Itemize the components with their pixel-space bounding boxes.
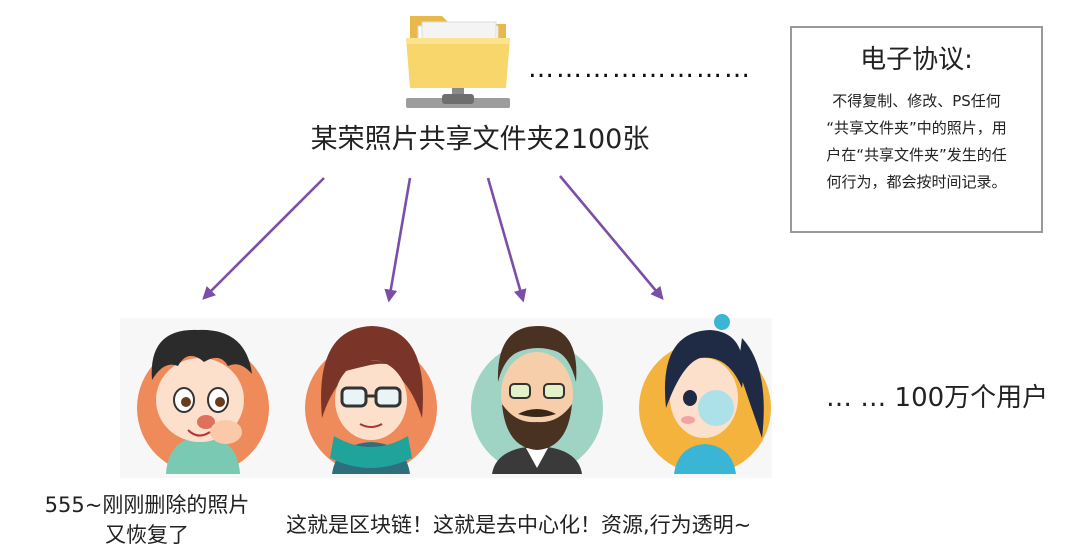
caption-left-line: 555~刚刚删除的照片 <box>44 493 250 517</box>
avatar-boy-icon <box>137 329 269 474</box>
caption-left-line: 又恢复了 <box>105 523 189 547</box>
agreement-line: 何行为，都会按时间记录。 <box>826 173 1007 191</box>
caption-recovered-photos: 555~刚刚删除的照片 又恢复了 <box>22 490 272 550</box>
folder-caption: 某荣照片共享文件夹2100张 <box>310 124 650 155</box>
connector-dots: …………………… <box>528 54 752 84</box>
agreement-title: 电子协议: <box>860 45 973 75</box>
top-clipped-decoration <box>738 0 828 6</box>
agreement-line: “共享文件夹”中的照片，用 <box>826 119 1007 137</box>
avatar-bearded-man-icon <box>471 326 603 474</box>
arrow-2 <box>384 177 412 303</box>
agreement-line: 户在“共享文件夹”发生的任 <box>826 146 1007 164</box>
folder-icon <box>406 16 510 108</box>
avatar-girl-glasses-icon <box>305 326 437 474</box>
agreement-box: 电子协议: 不得复制、修改、PS任何 “共享文件夹”中的照片，用 户在“共享文件… <box>790 26 1043 233</box>
agreement-body: 不得复制、修改、PS任何 “共享文件夹”中的照片，用 户在“共享文件夹”发生的任… <box>800 88 1033 196</box>
agreement-line: 不得复制、修改、PS任何 <box>832 92 1001 110</box>
arrow-1 <box>202 177 325 300</box>
arrow-3 <box>486 177 527 303</box>
avatar-girl-ponytail-icon <box>639 314 771 474</box>
users-count-label: … … 100万个用户 <box>826 383 1049 413</box>
arrow-4 <box>559 175 664 300</box>
caption-blockchain: 这就是区块链！这就是去中心化！资源,行为透明~ <box>286 513 752 537</box>
